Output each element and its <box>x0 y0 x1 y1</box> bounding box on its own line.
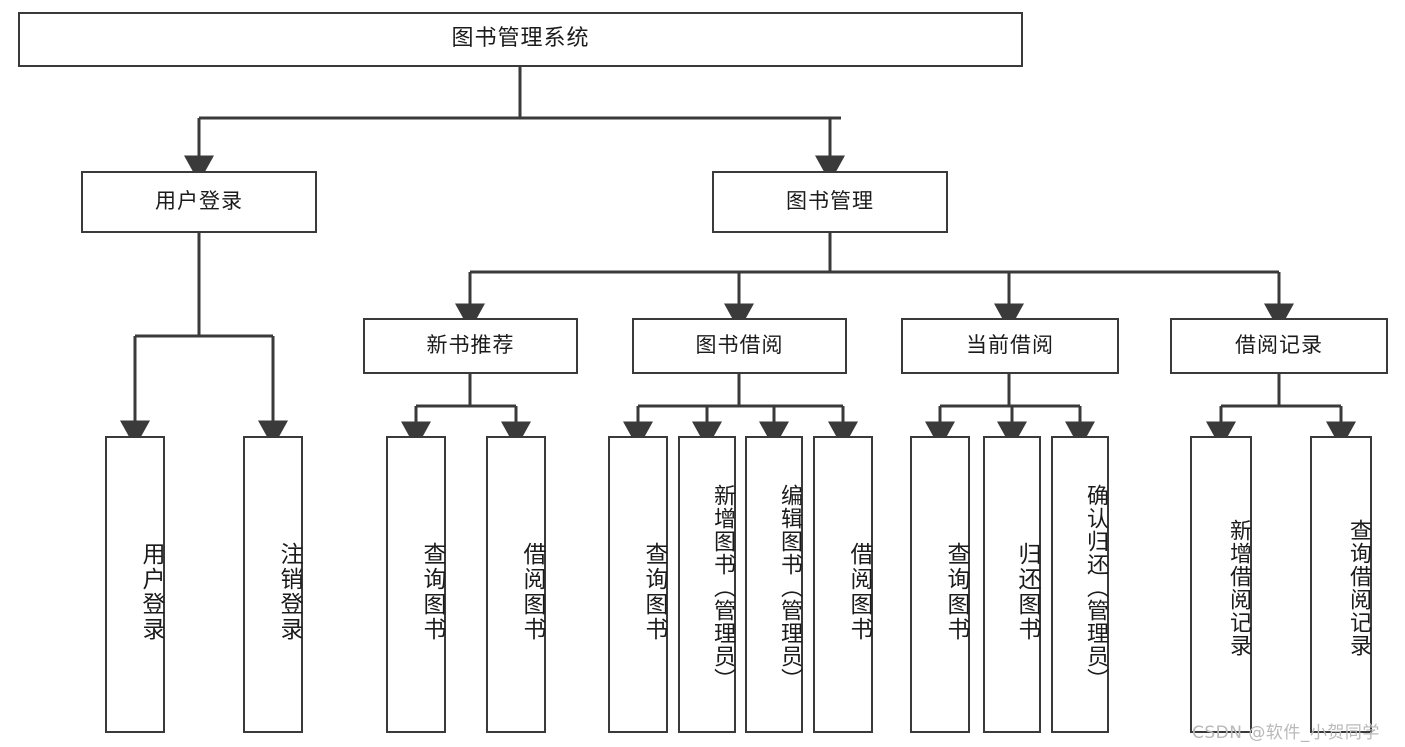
node-label: 查询借阅记录 <box>1346 518 1371 657</box>
node-label: 查询图书 <box>641 541 667 642</box>
node-borrow-records[interactable]: 借阅记录 <box>1170 318 1388 374</box>
leaf-borrow-books-new[interactable]: 借阅图书 <box>486 436 546 733</box>
leaf-add-borrow-record[interactable]: 新增借阅记录 <box>1190 436 1252 733</box>
leaf-query-books-borrow[interactable]: 查询图书 <box>608 436 668 733</box>
watermark-text: CSDN @软件_小贺同学 <box>1192 723 1380 743</box>
leaf-lend-book[interactable]: 借阅图书 <box>813 436 873 733</box>
node-label: 查询图书 <box>419 541 445 642</box>
leaf-return-book[interactable]: 归还图书 <box>983 436 1041 733</box>
node-label: 当前借阅 <box>966 333 1054 358</box>
node-label: 查询图书 <box>943 541 969 642</box>
node-new-book-recommend[interactable]: 新书推荐 <box>363 318 578 374</box>
leaf-query-books-current[interactable]: 查询图书 <box>910 436 970 733</box>
node-user-login[interactable]: 用户登录 <box>81 171 317 233</box>
node-label: 注销登录 <box>276 541 302 642</box>
leaf-edit-book-admin[interactable]: 编辑图书（管理员） <box>745 436 803 733</box>
node-label: 新增借阅记录 <box>1226 518 1251 657</box>
node-label: 用户登录 <box>138 541 164 642</box>
node-label: 新增图书（管理员） <box>710 484 735 691</box>
leaf-query-books-new[interactable]: 查询图书 <box>386 436 446 733</box>
node-label: 借阅图书 <box>846 541 872 642</box>
leaf-logout[interactable]: 注销登录 <box>243 436 303 733</box>
csdn-watermark: CSDN @软件_小贺同学 <box>1192 718 1380 743</box>
node-label: 借阅图书 <box>519 541 545 642</box>
node-label: 新书推荐 <box>426 333 515 358</box>
node-label: 确认归还（管理员） <box>1083 484 1108 691</box>
node-label: 图书借阅 <box>695 333 784 358</box>
leaf-add-book-admin[interactable]: 新增图书（管理员） <box>678 436 736 733</box>
leaf-confirm-return-admin[interactable]: 确认归还（管理员） <box>1051 436 1109 733</box>
leaf-query-borrow-record[interactable]: 查询借阅记录 <box>1310 436 1372 733</box>
node-book-borrow[interactable]: 图书借阅 <box>632 318 847 374</box>
node-label: 图书管理 <box>786 189 874 214</box>
node-label: 借阅记录 <box>1235 333 1323 358</box>
node-current-borrow[interactable]: 当前借阅 <box>901 318 1119 374</box>
node-label: 归还图书 <box>1014 541 1040 642</box>
node-book-management[interactable]: 图书管理 <box>712 171 948 233</box>
node-label: 图书管理系统 <box>451 26 590 52</box>
leaf-user-login[interactable]: 用户登录 <box>105 436 165 733</box>
node-root-system[interactable]: 图书管理系统 <box>18 12 1023 67</box>
node-label: 用户登录 <box>155 189 243 214</box>
node-label: 编辑图书（管理员） <box>777 484 802 691</box>
